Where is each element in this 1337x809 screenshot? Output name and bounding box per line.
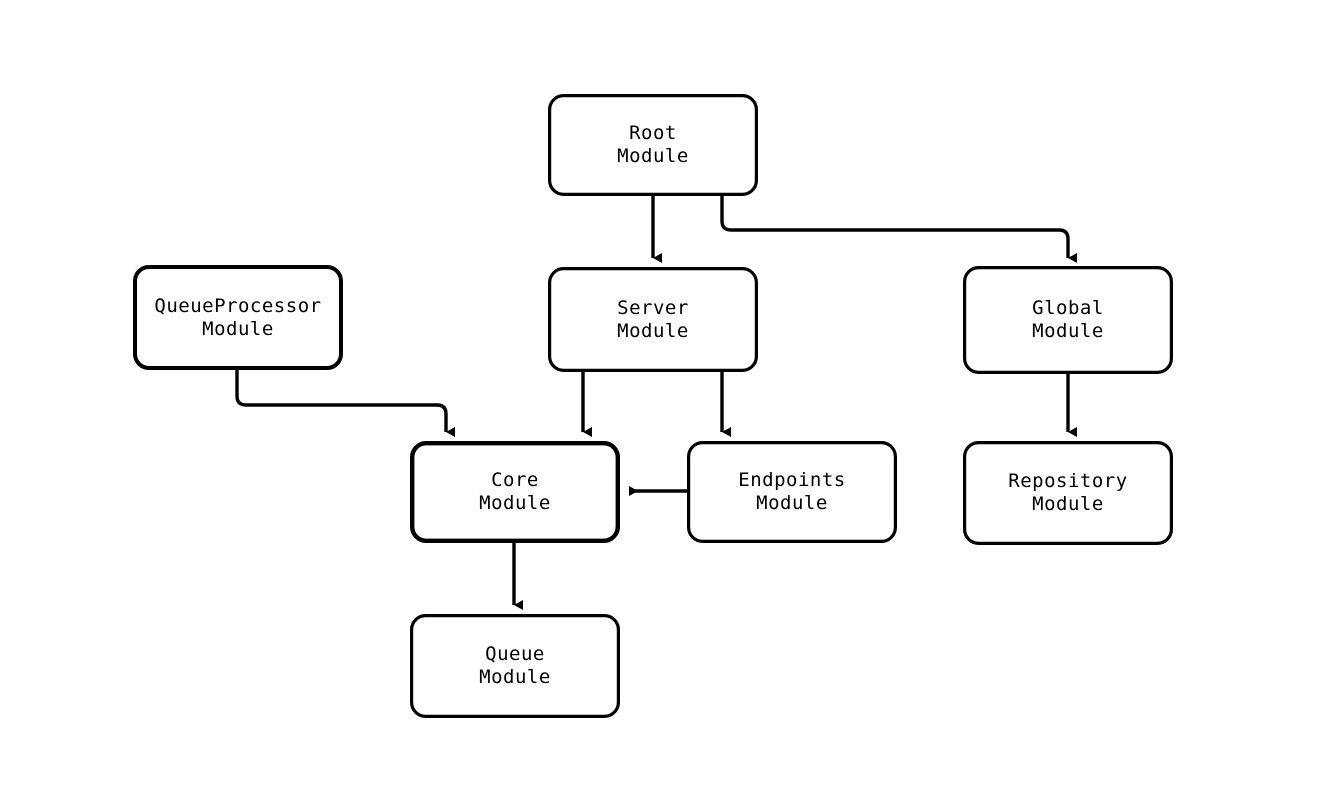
node-box-root[interactable]: [547, 93, 758, 197]
node-box-queueprocessor[interactable]: [133, 265, 343, 370]
edge-queueprocessor-to-core[interactable]: [235, 370, 455, 437]
node-box-queue[interactable]: [410, 613, 621, 718]
node-shapes-group: [133, 93, 1173, 718]
edge-paths-group: [235, 196, 1077, 610]
node-box-endpoints[interactable]: [686, 441, 897, 544]
node-box-repository[interactable]: [962, 441, 1173, 546]
node-box-core[interactable]: [410, 441, 621, 544]
node-box-global[interactable]: [962, 266, 1173, 375]
edge-root-to-global[interactable]: [720, 196, 1077, 263]
node-box-server[interactable]: [547, 267, 758, 373]
